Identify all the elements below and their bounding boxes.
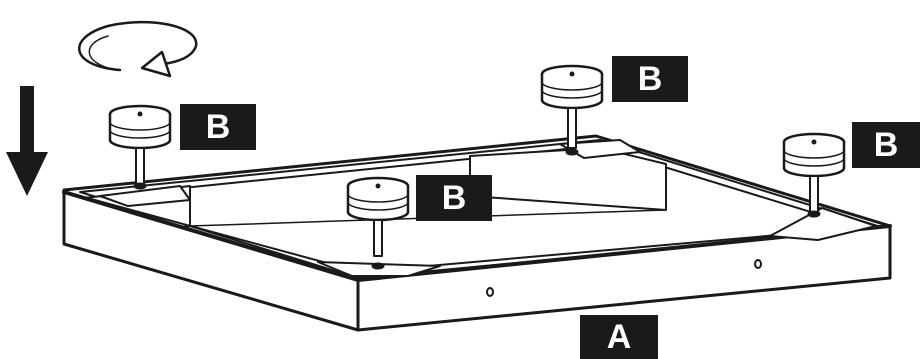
down-arrow-icon [6,86,48,196]
foot-b-left [108,104,172,190]
screw-hole-right [754,259,762,269]
label-b-left: B [180,104,256,150]
rotate-arrow-icon [78,20,198,78]
foot-b-right [782,132,846,218]
foot-b-front [346,176,410,270]
frame-tray [62,134,892,332]
label-b-right: B [852,122,920,168]
corner-bracket-right [769,207,877,241]
label-a-frame: A [580,315,658,359]
frame-rim-back [62,134,892,228]
label-b-back: B [612,56,688,102]
screw-hole-left [486,287,494,297]
corner-bracket-left [99,185,191,207]
foot-b-back [540,64,604,156]
frame-rim-front [62,190,892,282]
label-b-front: B [416,175,492,221]
